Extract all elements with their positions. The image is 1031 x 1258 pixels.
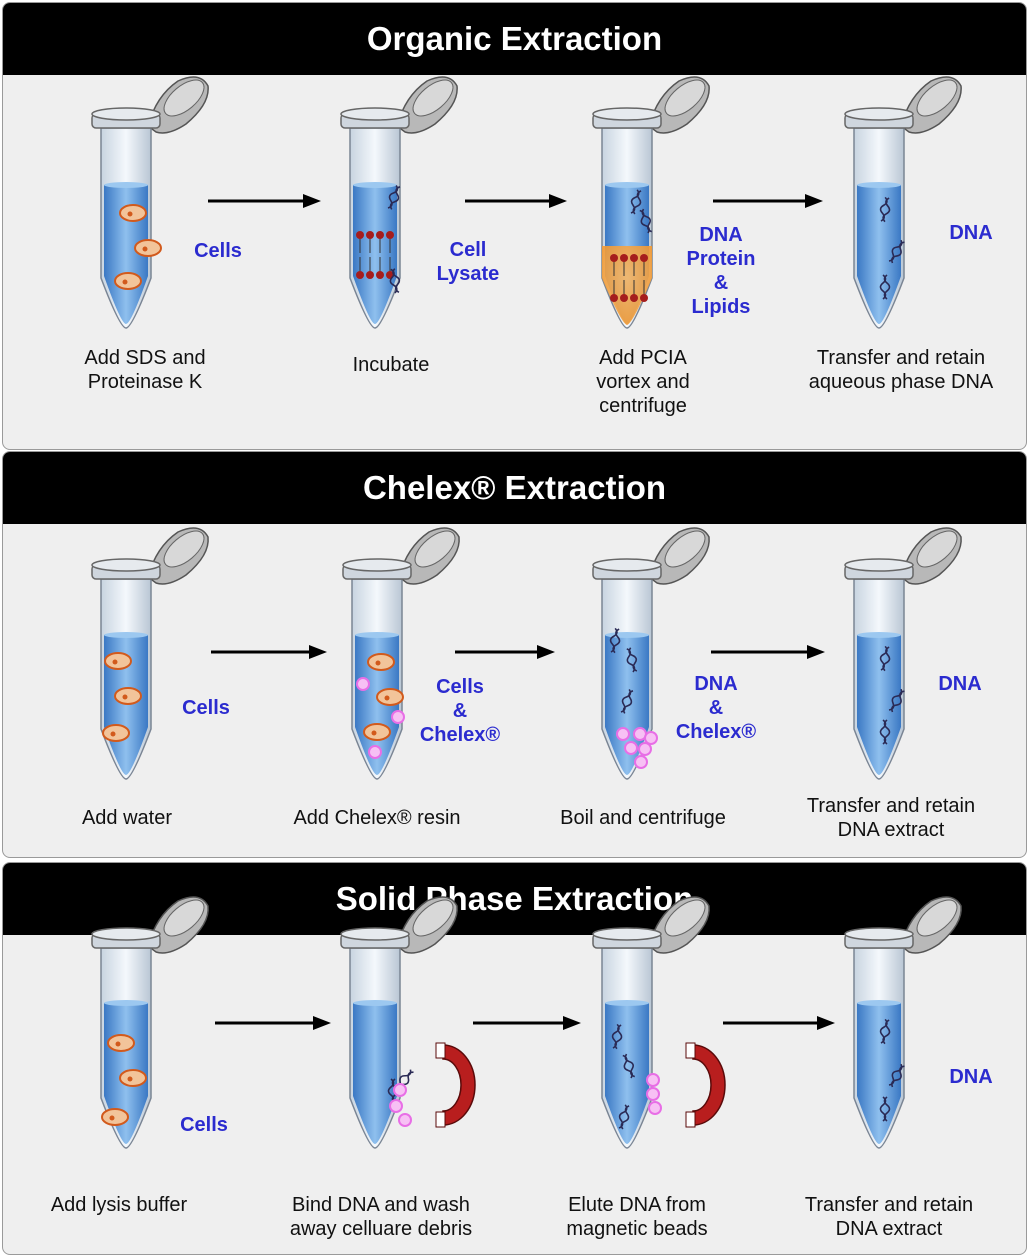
- step-incubate: Incubate: [271, 353, 511, 377]
- resin-bead: [639, 743, 651, 755]
- process-arrow: [723, 1016, 835, 1030]
- resin-bead: [357, 678, 369, 690]
- resin-bead: [647, 1074, 659, 1086]
- label-cell-lysate: Cell Lysate: [403, 238, 533, 286]
- tube-4: [845, 73, 963, 328]
- tube-4: [845, 524, 963, 779]
- step-add-lysis-buffer: Add lysis buffer: [2, 1193, 239, 1217]
- cell: [115, 273, 141, 289]
- cell: [102, 1109, 128, 1125]
- label-cells: Cells: [141, 696, 271, 720]
- cell: [368, 654, 394, 670]
- label-cells: Cells: [153, 239, 283, 263]
- process-arrow: [713, 194, 823, 208]
- cell: [120, 205, 146, 221]
- step-add-water: Add water: [7, 806, 247, 830]
- cell: [105, 653, 131, 669]
- step-add-chelex: Add Chelex® resin: [257, 806, 497, 830]
- process-arrow: [473, 1016, 581, 1030]
- label-cells-chelex: Cells & Chelex®: [395, 675, 525, 747]
- process-arrow: [208, 194, 321, 208]
- tube-2: [341, 73, 459, 328]
- step-boil: Boil and centrifuge: [523, 806, 763, 830]
- cell: [108, 1035, 134, 1051]
- process-arrow: [455, 645, 555, 659]
- step-transfer-aqueous: Transfer and retain aqueous phase DNA: [771, 346, 1027, 394]
- resin-bead: [635, 756, 647, 768]
- step-add-pcia: Add PCIA vortex and centrifuge: [523, 346, 763, 418]
- cell: [115, 688, 141, 704]
- label-dna: DNA: [906, 221, 1027, 245]
- process-arrow: [215, 1016, 331, 1030]
- label-dna-protein-lipids: DNA Protein & Lipids: [656, 223, 786, 319]
- resin-bead: [649, 1102, 661, 1114]
- step-elute-dna: Elute DNA from magnetic beads: [517, 1193, 757, 1241]
- label-cells: Cells: [139, 1113, 269, 1137]
- cell: [364, 724, 390, 740]
- chelex-extraction-panel: Chelex® Extraction Cells Cells & Chelex®…: [2, 451, 1027, 858]
- step-transfer-extract: Transfer and retain DNA extract: [771, 794, 1011, 842]
- organic-extraction-panel: Organic Extraction Cells Cell Lysate DNA…: [2, 2, 1027, 450]
- step-bind-dna: Bind DNA and wash away celluare debris: [261, 1193, 501, 1241]
- resin-bead: [369, 746, 381, 758]
- process-arrow: [711, 645, 825, 659]
- magnet-icon: [686, 1043, 725, 1127]
- cell: [103, 725, 129, 741]
- label-dna: DNA: [895, 672, 1025, 696]
- process-arrow: [211, 645, 327, 659]
- cell: [120, 1070, 146, 1086]
- magnet-icon: [436, 1043, 475, 1127]
- step-add-sds: Add SDS and Proteinase K: [25, 346, 265, 394]
- process-arrow: [465, 194, 567, 208]
- label-dna: DNA: [906, 1065, 1027, 1089]
- solid-phase-extraction-panel: Solid Phase Extraction Cells DNA Add lys…: [2, 862, 1027, 1255]
- resin-bead: [390, 1100, 402, 1112]
- label-dna-chelex: DNA & Chelex®: [651, 672, 781, 744]
- tube-1: [92, 73, 210, 328]
- resin-bead: [617, 728, 629, 740]
- tube-4: [845, 893, 963, 1148]
- resin-bead: [625, 742, 637, 754]
- resin-bead: [647, 1088, 659, 1100]
- resin-bead: [399, 1114, 411, 1126]
- resin-bead: [394, 1084, 406, 1096]
- step-transfer-extract: Transfer and retain DNA extract: [769, 1193, 1009, 1241]
